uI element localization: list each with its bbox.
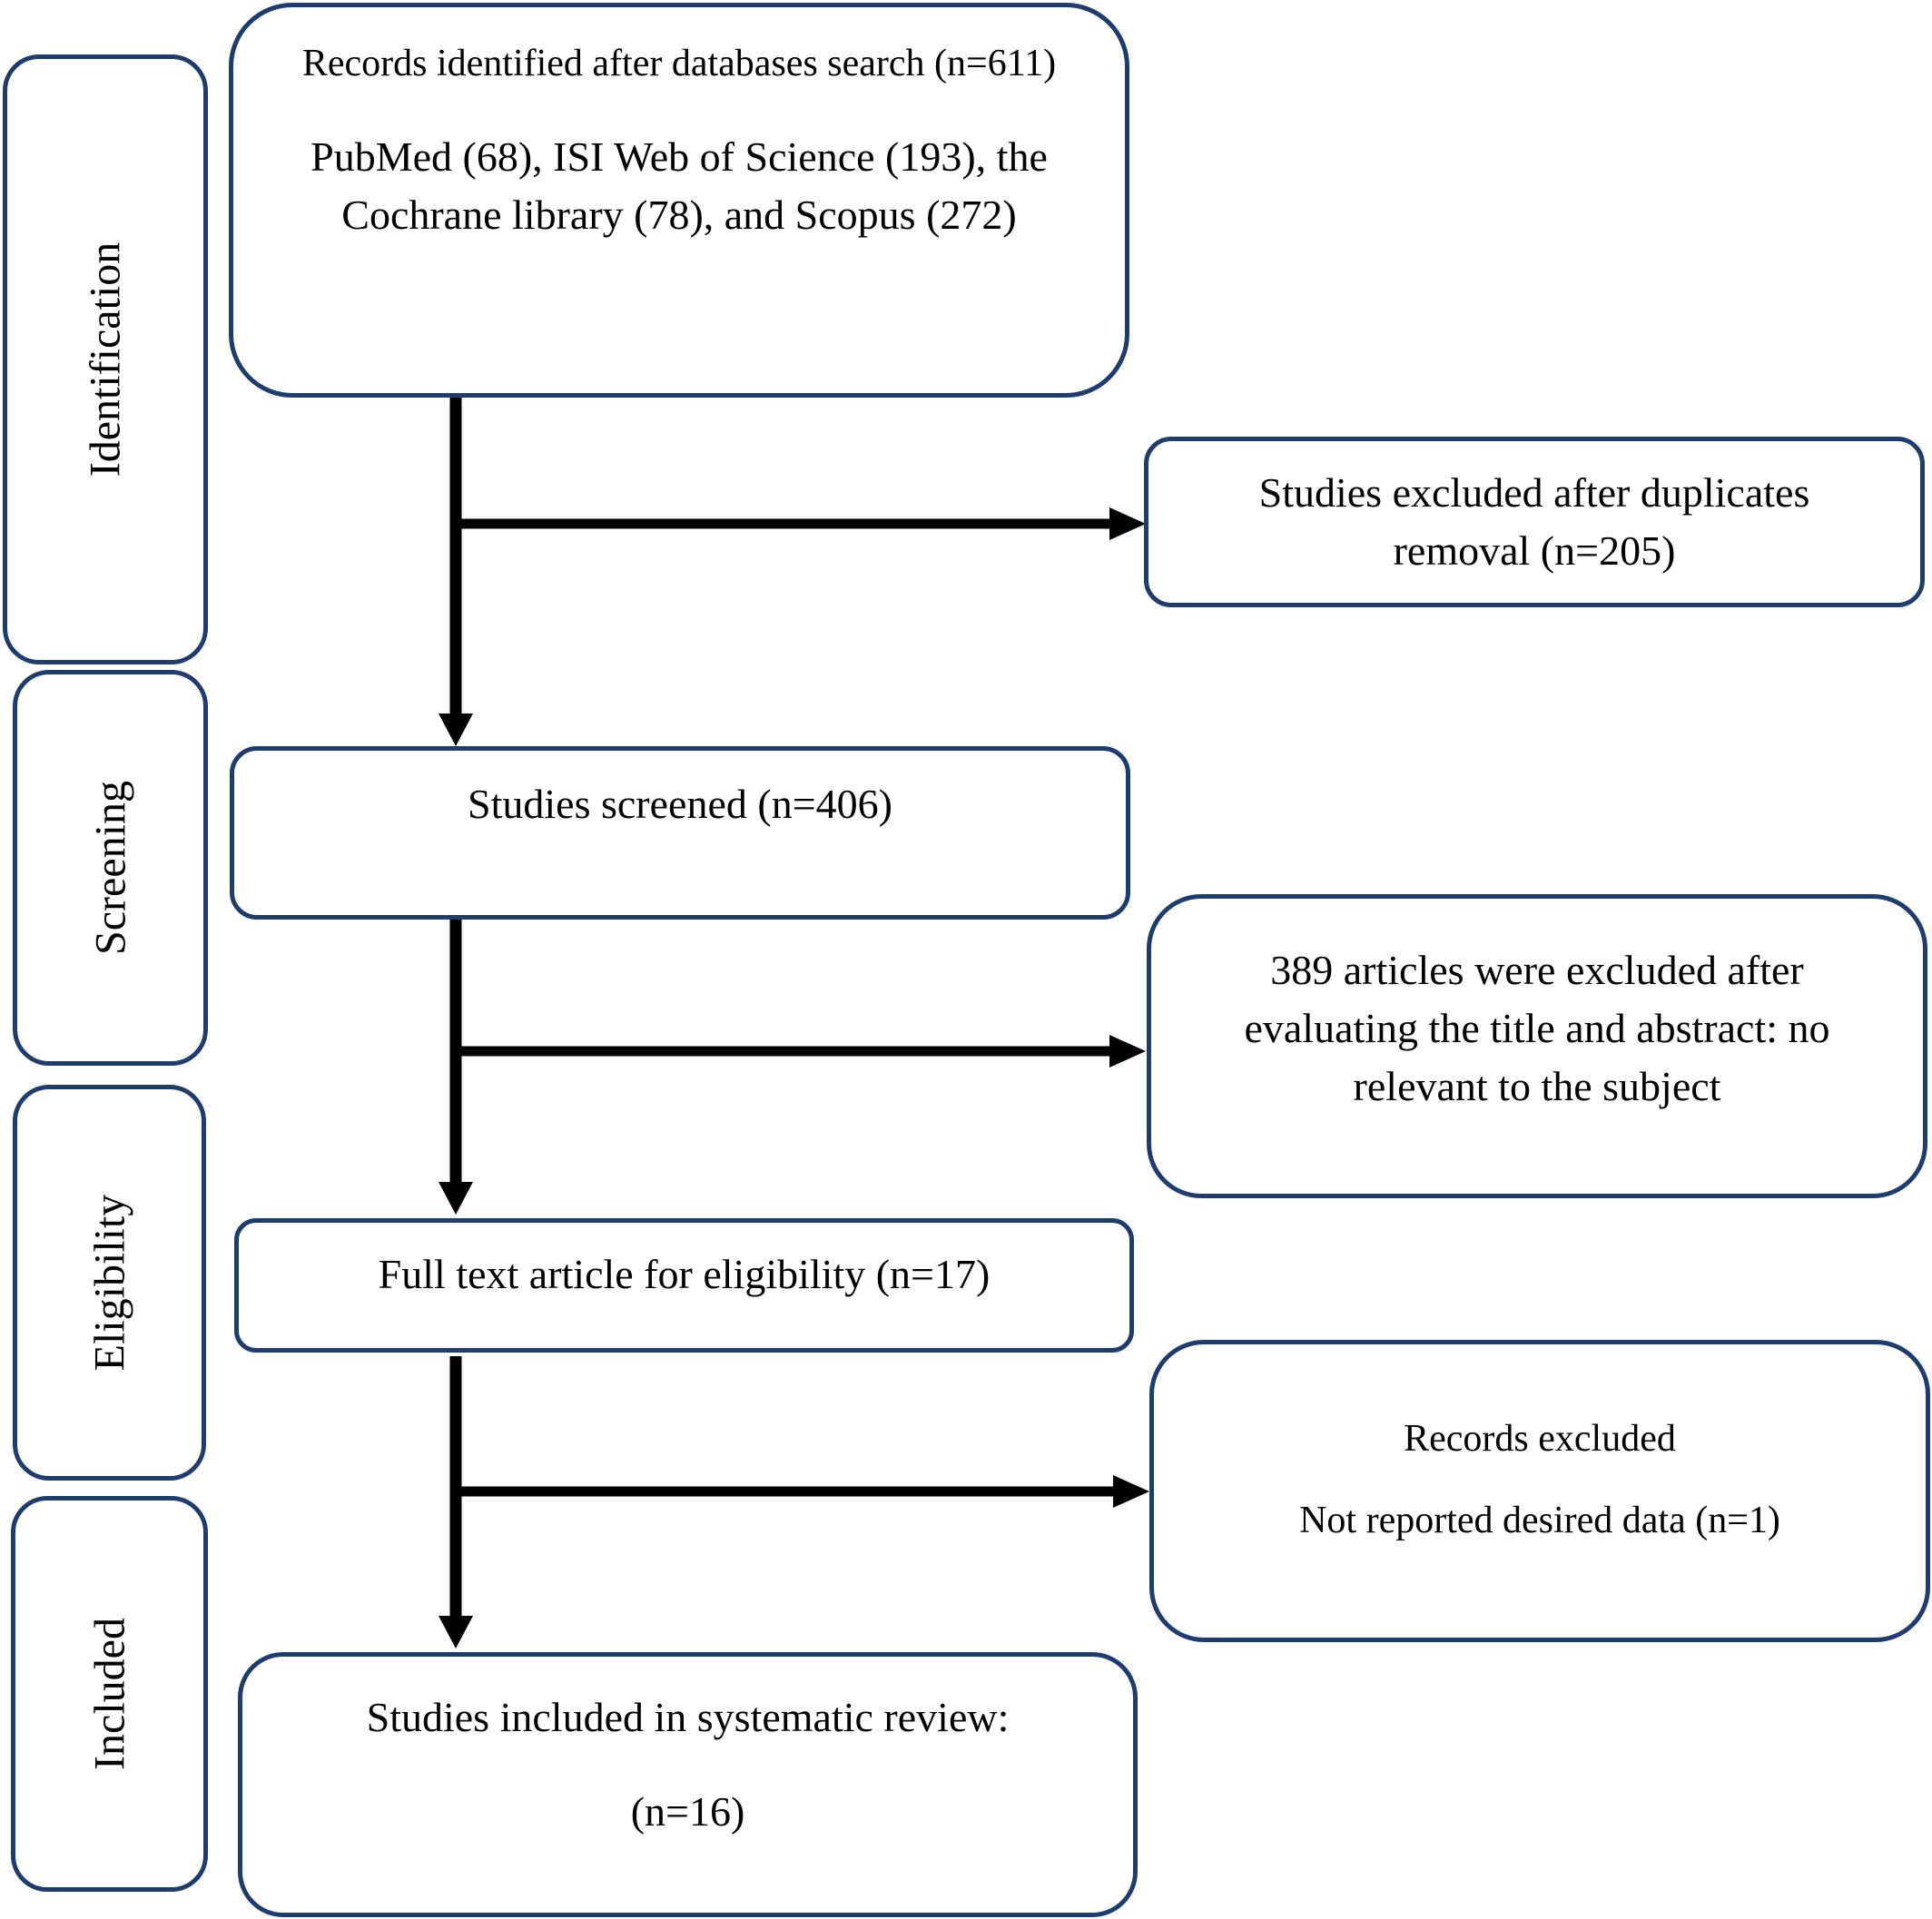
full-text-eligibility-box: Full text article for eligibility (n=17) bbox=[234, 1218, 1134, 1353]
stage-screening: Screening bbox=[13, 670, 208, 1066]
records-excluded-title: Records excluded bbox=[1404, 1418, 1676, 1460]
duplicates-excluded-line1: Studies excluded after duplicates bbox=[1258, 469, 1810, 516]
arrow-right-1-head bbox=[1109, 507, 1146, 540]
arrow-down-1-head bbox=[439, 713, 473, 746]
records-identified-sources-2: Cochrane library (78), and Scopus (272) bbox=[341, 192, 1017, 238]
duplicates-excluded-box: Studies excluded after duplicates remova… bbox=[1144, 437, 1925, 607]
records-identified-title: Records identified after databases searc… bbox=[301, 43, 1057, 84]
studies-included-count: (n=16) bbox=[630, 1788, 745, 1835]
title-abstract-excluded-box: 389 articles were excluded after evaluat… bbox=[1147, 894, 1927, 1198]
title-abstract-excluded-line2: evaluating the title and abstract: no bbox=[1244, 1005, 1830, 1051]
studies-included-box: Studies included in systematic review: (… bbox=[238, 1652, 1138, 1917]
records-excluded-box: Records excluded Not reported desired da… bbox=[1149, 1340, 1930, 1642]
stage-eligibility: Eligibility bbox=[13, 1085, 206, 1481]
arrow-down-2-head bbox=[439, 1182, 473, 1215]
studies-included-title: Studies included in systematic review: bbox=[366, 1694, 1010, 1740]
records-excluded-reason: Not reported desired data (n=1) bbox=[1299, 1500, 1780, 1541]
stage-identification: Identification bbox=[3, 54, 208, 664]
duplicates-excluded-line2: removal (n=205) bbox=[1393, 527, 1676, 574]
arrow-right-2-head bbox=[1109, 1035, 1146, 1068]
title-abstract-excluded-line1: 389 articles were excluded after bbox=[1270, 947, 1804, 993]
studies-screened-text: Studies screened (n=406) bbox=[468, 781, 892, 827]
studies-screened-box: Studies screened (n=406) bbox=[230, 746, 1130, 920]
records-identified-box: Records identified after databases searc… bbox=[229, 3, 1129, 398]
arrow-right-3-head bbox=[1113, 1475, 1149, 1508]
full-text-eligibility-text: Full text article for eligibility (n=17) bbox=[378, 1251, 991, 1297]
records-identified-sources-1: PubMed (68), ISI Web of Science (193), t… bbox=[310, 133, 1048, 180]
arrow-down-3-head bbox=[439, 1616, 473, 1648]
title-abstract-excluded-line3: relevant to the subject bbox=[1353, 1063, 1721, 1109]
stage-included: Included bbox=[11, 1496, 208, 1892]
